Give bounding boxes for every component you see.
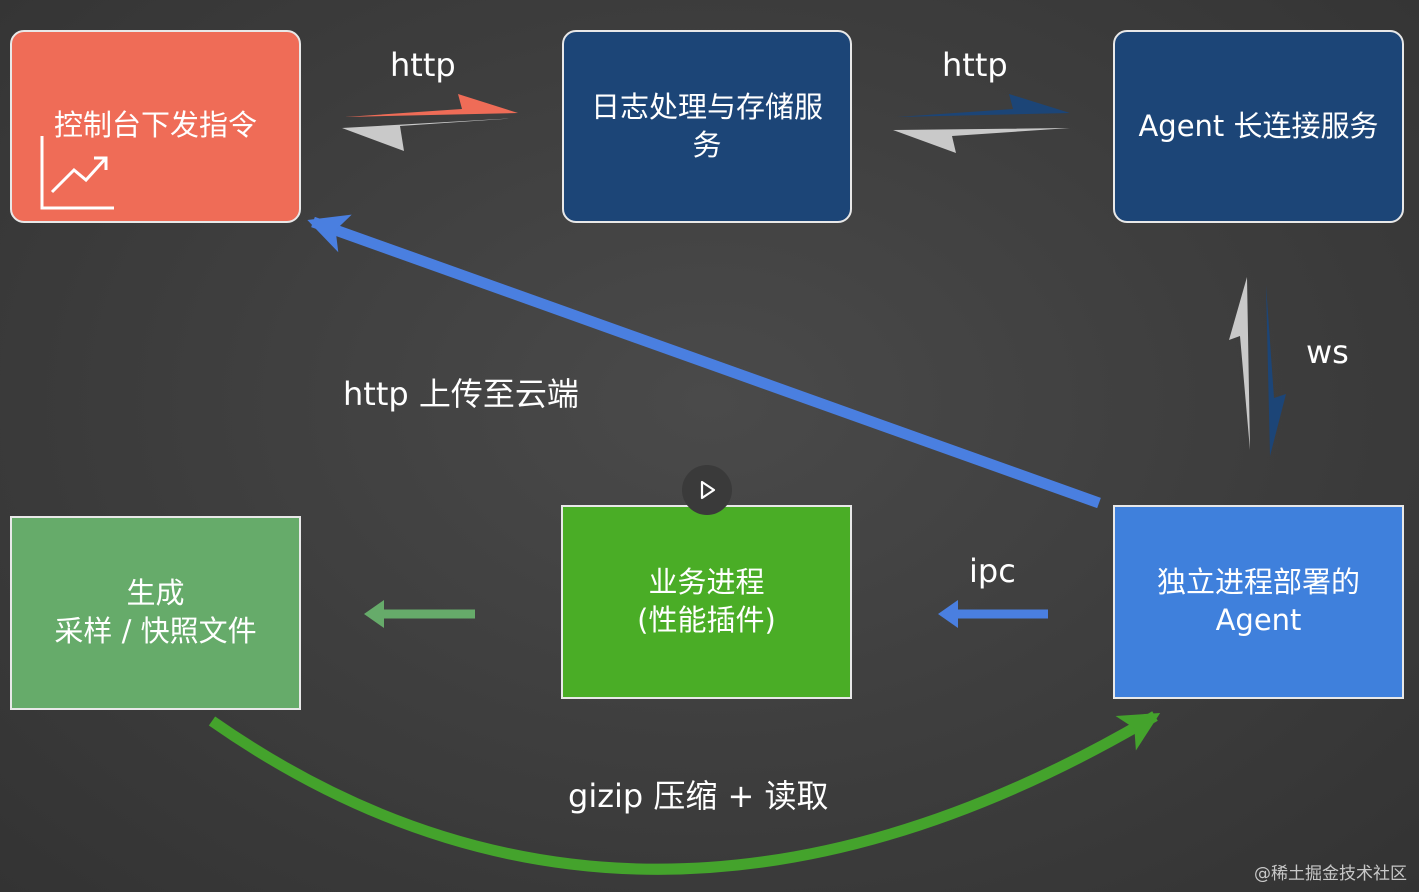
generate-node: 生成 采样 / 快照文件 (10, 516, 301, 710)
agent-connection-node: Agent 长连接服务 (1113, 30, 1404, 223)
http-label-1: http (390, 46, 456, 84)
gzip-arrow (208, 711, 1161, 875)
watermark: @稀土掘金技术社区 (1254, 864, 1407, 884)
business-label-1: 业务进程 (648, 565, 765, 600)
console-label: 控制台下发指令 (53, 108, 257, 142)
chart-trend-icon (40, 136, 114, 210)
generate-label-1: 生成 (126, 576, 185, 611)
agent-label-2: Agent (1215, 603, 1302, 637)
ipc-label: ipc (969, 552, 1016, 590)
http-arrow-right-1 (345, 94, 518, 117)
ws-arrow-down (1266, 285, 1286, 456)
agent-node: 独立进程部署的 Agent (1113, 505, 1404, 699)
log-service-label-2: 务 (692, 127, 722, 162)
console-node: 控制台下发指令 (10, 30, 301, 223)
ws-label: ws (1306, 333, 1349, 371)
output-arrow-head (364, 600, 384, 628)
play-icon (700, 480, 716, 500)
http-label-2: http (942, 46, 1008, 84)
ws-arrow-up (1229, 277, 1250, 450)
http-arrow-left-1 (342, 118, 518, 151)
agent-connection-label: Agent 长连接服务 (1138, 108, 1379, 143)
ipc-arrow-head (938, 600, 958, 628)
http-arrow-left-2 (893, 128, 1070, 153)
business-label-2: (性能插件) (637, 603, 776, 637)
http-arrow-right-2 (897, 94, 1070, 117)
generate-label-2: 采样 / 快照文件 (54, 614, 257, 648)
log-service-label-1: 日志处理与存储服 (590, 89, 823, 124)
log-service-node: 日志处理与存储服 务 (562, 30, 852, 223)
gzip-label: gizip 压缩 + 读取 (568, 777, 829, 815)
upload-arrow (307, 214, 1101, 509)
agent-label-1: 独立进程部署的 (1156, 565, 1360, 600)
upload-label: http 上传至云端 (343, 375, 579, 413)
business-process-node: 业务进程 (性能插件) (561, 505, 852, 699)
play-button[interactable] (682, 465, 732, 515)
